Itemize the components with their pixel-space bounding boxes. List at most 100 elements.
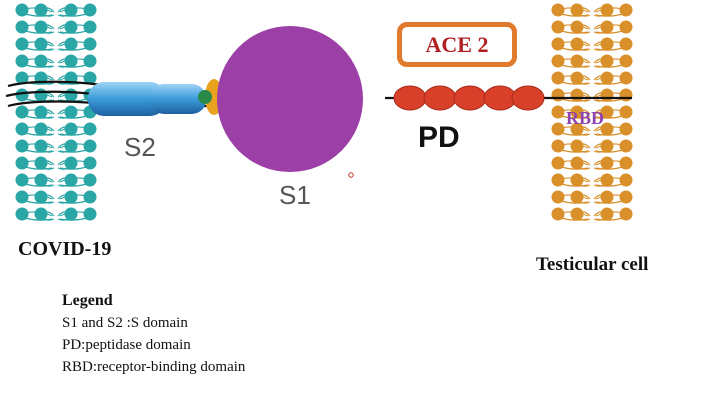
lipid-tail (576, 24, 591, 30)
lipid-tail (595, 12, 627, 17)
lipid-tail (557, 148, 589, 153)
lipid-tail (557, 211, 589, 217)
lipid-tail (576, 126, 591, 132)
lipid-tail (595, 211, 627, 217)
lipid-tail (576, 7, 591, 13)
lipid-tail (21, 182, 53, 187)
lipid-tail (595, 24, 627, 30)
lipid-tail (21, 63, 53, 68)
lipid-tail (576, 114, 591, 119)
s2-segment (88, 82, 166, 116)
lipid-tail (21, 29, 53, 34)
lipid-tail (59, 194, 91, 200)
lipid-tail (595, 7, 627, 13)
lipid-tail (595, 177, 627, 183)
lipid-tail (59, 109, 91, 115)
lipid-tail (557, 75, 589, 81)
lipid-tail (21, 46, 53, 51)
s1-circle (217, 26, 363, 172)
lipid-tail (576, 216, 591, 221)
lipid-tail (557, 194, 589, 200)
lipid-tail (40, 46, 55, 51)
lipid-tail (59, 63, 91, 68)
ace2-box: ACE 2 (397, 22, 517, 67)
lipid-tail (595, 75, 627, 81)
lipid-tail (40, 126, 55, 132)
lipid-tail (59, 211, 91, 217)
lipid-tail (557, 199, 589, 204)
lipid-tail (21, 126, 53, 132)
lipid-tail (557, 63, 589, 68)
lipid-tail (59, 177, 91, 183)
lipid-tail (40, 58, 55, 64)
lipid-tail (40, 63, 55, 68)
pd-bead (393, 85, 427, 111)
lipid-tail (576, 41, 591, 47)
lipid-tail (21, 194, 53, 200)
lipid-tail (595, 182, 627, 187)
lipid-tail (59, 131, 91, 136)
lipid-tail (21, 165, 53, 170)
lipid-tail (557, 177, 589, 183)
lipid-tail (40, 177, 55, 183)
testicular-cell-label: Testicular cell (536, 254, 649, 275)
lipid-tail (557, 41, 589, 47)
lipid-tail (557, 58, 589, 64)
lipid-tail (595, 216, 627, 221)
pd-bead (483, 85, 517, 111)
lipid-tail (59, 216, 91, 221)
lipid-tail (595, 194, 627, 200)
lipid-tail (21, 114, 53, 119)
lipid-tail (21, 7, 53, 13)
lipid-tail (595, 131, 627, 136)
lipid-tail (21, 211, 53, 217)
s2-domain (88, 79, 223, 116)
lipid-tail (576, 109, 591, 115)
lipid-tail (40, 216, 55, 221)
lipid-tail (59, 114, 91, 119)
lipid-tail (576, 211, 591, 217)
lipid-tail (576, 182, 591, 187)
lipid-tail (576, 80, 591, 85)
lipid-tail (40, 7, 55, 13)
lipid-tail (21, 109, 53, 115)
lipid-tail (557, 80, 589, 85)
lipid-tail (59, 7, 91, 13)
lipid-tail (595, 148, 627, 153)
lipid-tail (595, 160, 627, 166)
pd-bead (453, 85, 487, 111)
lipid-tail (59, 80, 91, 85)
lipid-tail (557, 131, 589, 136)
lipid-tail (557, 182, 589, 187)
lipid-tail (21, 177, 53, 183)
lipid-tail (557, 160, 589, 166)
lipid-tail (21, 148, 53, 153)
legend-item: RBD:receptor-binding domain (62, 359, 246, 375)
lipid-tail (59, 46, 91, 51)
lipid-tail (576, 29, 591, 34)
lipid-tail (576, 92, 591, 98)
lipid-tail (576, 131, 591, 136)
lipid-tail (40, 165, 55, 170)
lipid-tail (595, 80, 627, 85)
lipid-tail (21, 75, 53, 81)
pd-beads (393, 85, 545, 111)
lipid-tail (21, 160, 53, 166)
lipid-tail (576, 160, 591, 166)
lipid-tail (40, 143, 55, 149)
lipid-tail (40, 109, 55, 115)
lipid-tail (59, 12, 91, 17)
lipid-tail (557, 92, 589, 98)
cell-membrane (551, 3, 633, 221)
lipid-tail (595, 63, 627, 68)
lipid-tail (576, 165, 591, 170)
lipid-tail (59, 199, 91, 204)
lipid-tail (557, 165, 589, 170)
lipid-tail (59, 182, 91, 187)
lipid-tail (557, 7, 589, 13)
lipid-tail (595, 199, 627, 204)
lipid-tail (595, 29, 627, 34)
legend-item: S1 and S2 :S domain (62, 315, 188, 331)
